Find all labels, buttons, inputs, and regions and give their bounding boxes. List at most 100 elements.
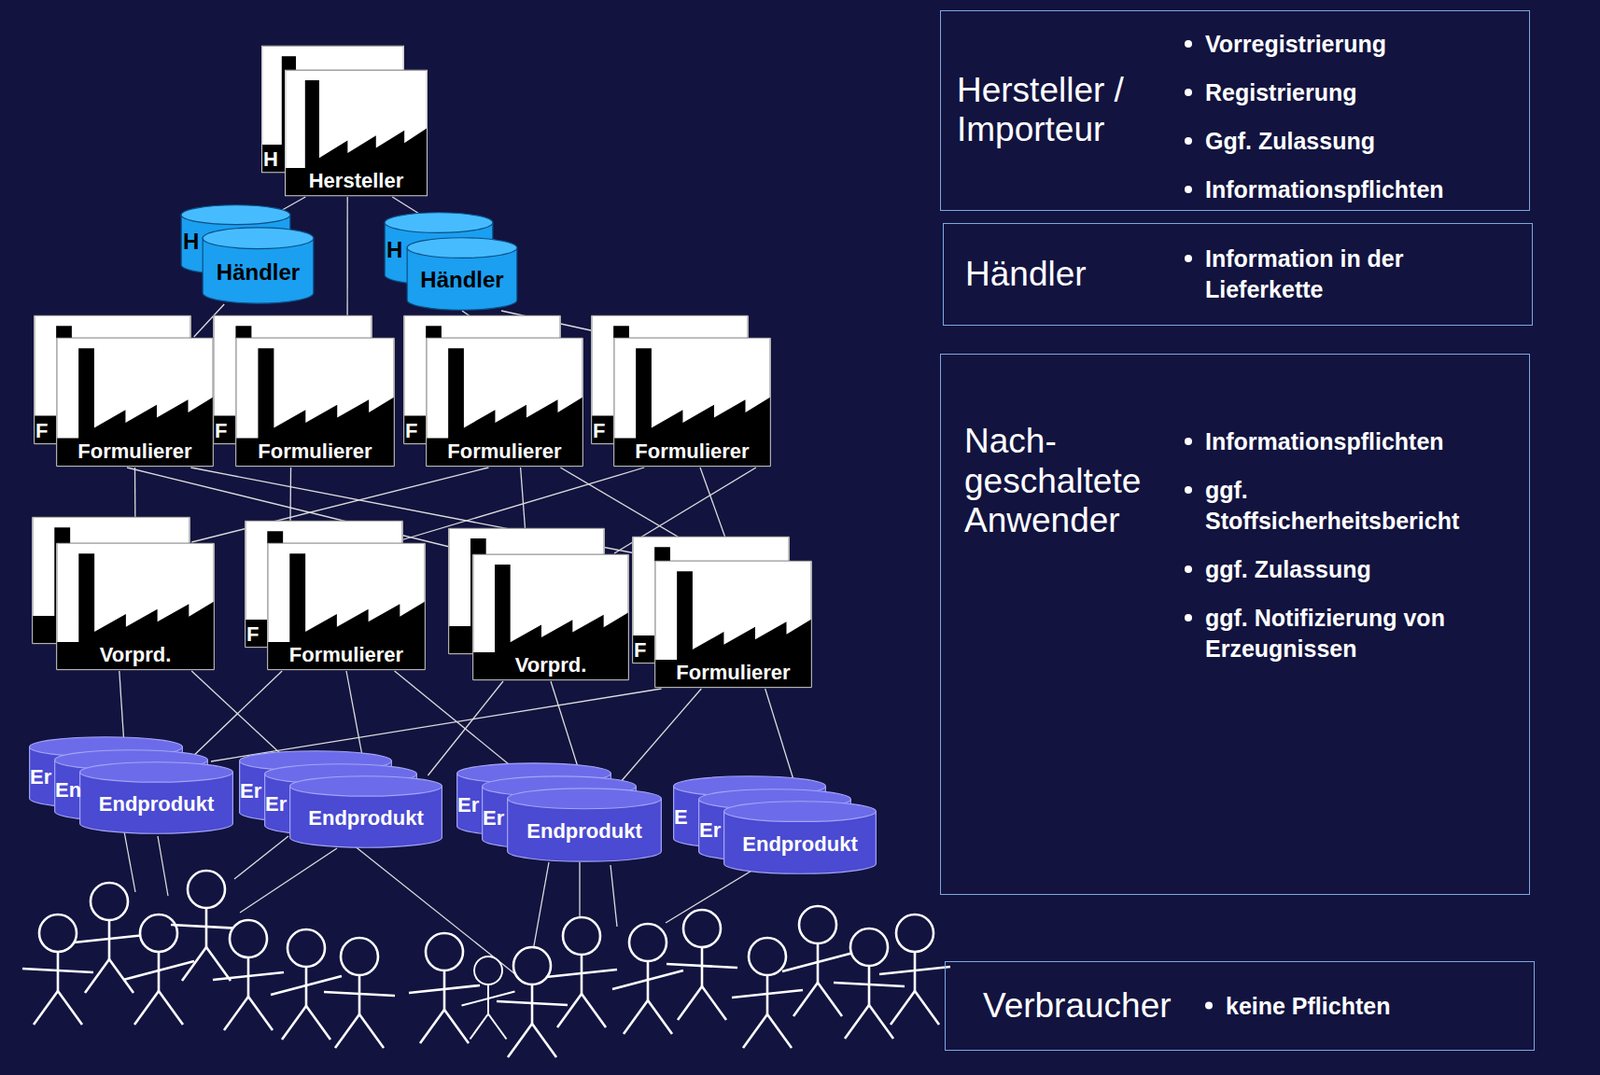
leader-line (124, 831, 136, 893)
bullet-row: keine Pflichten (1225, 991, 1506, 1023)
consumer-figure (496, 947, 568, 1058)
role-panel: Verbraucher keine Pflichten (944, 961, 1535, 1052)
label-holder: Händler (201, 240, 315, 305)
consumer-figure (270, 929, 342, 1040)
partial-label: F (633, 639, 646, 662)
node-label: Formulierer (447, 440, 562, 464)
bullet-row: Information in der Lieferkette (1205, 243, 1504, 306)
node-label: Vorprd. (515, 654, 588, 677)
bullet-item: ggf. Stoffsicherheitsbericht (1205, 475, 1509, 537)
partial-label: Er (457, 794, 479, 817)
node-label: Vorprd. (99, 644, 172, 667)
consumer-figure (323, 938, 395, 1049)
partial-label: Er (239, 780, 262, 803)
bullet-dot (1184, 437, 1193, 446)
node-label: Formulierer (257, 440, 372, 464)
label-holder: Formulierer (55, 440, 215, 464)
bullet-item: Informationspflichten (1205, 426, 1509, 458)
partial-label: F (405, 420, 418, 443)
consumer-figure (170, 870, 242, 982)
bullet-dot (1184, 565, 1193, 574)
label-holder: Hersteller (283, 169, 429, 193)
label-holder: Formulierer (612, 440, 772, 464)
partial-label: H (386, 238, 403, 263)
label-holder: Formulierer (234, 440, 396, 464)
bullet-dot (1184, 40, 1193, 48)
bullet-row: Informationspflichten (1205, 174, 1504, 206)
label-holder: Händler (406, 250, 519, 311)
label-holder: Formulierer (653, 661, 814, 685)
bullet-item: Registrierung (1205, 77, 1504, 109)
factory-box: Formulierer (653, 560, 814, 689)
panel-heading: Nach- geschaltete Anwender (964, 421, 1141, 542)
panel-heading: Hersteller / Importeur (956, 70, 1181, 151)
leader-line (610, 865, 618, 927)
node-label: Formulierer (634, 440, 749, 464)
partial-label: H (263, 148, 279, 171)
role-panel: Hersteller / Importeur VorregistrierungRe… (940, 10, 1530, 211)
consumer-figure (22, 914, 94, 1025)
bullet-row: ggf. Notifizierung von Erzeugnissen (1205, 603, 1509, 665)
factory-box: Formulierer (612, 336, 772, 468)
bullet-dot (1205, 1002, 1213, 1011)
bullet-dot (1184, 88, 1193, 97)
node-label: Formulierer (675, 661, 790, 685)
bullet-row: ggf. Stoffsicherheitsbericht (1205, 475, 1509, 537)
node-label: Hersteller (308, 169, 405, 193)
supply-line (616, 688, 702, 788)
bullet-item: Vorregistrierung (1205, 28, 1504, 60)
label-holder: Vorprd. (55, 644, 216, 667)
node-label: Formulierer (77, 440, 192, 464)
node-label: Endprodukt (742, 833, 857, 857)
partial-label: Er (699, 819, 721, 843)
bullet-dot (1184, 137, 1193, 145)
consumer-figure (666, 910, 738, 1021)
node-label: Endprodukt (526, 820, 642, 843)
partial-label: En (55, 779, 82, 802)
node-label: Formulierer (289, 644, 404, 667)
bullet-list: VorregistrierungRegistrierungGgf. Zulass… (1205, 28, 1504, 206)
bullet-item: ggf. Notifizierung von Erzeugnissen (1205, 603, 1509, 665)
factory-box: Formulierer (55, 336, 215, 468)
bullet-dot (1184, 254, 1193, 263)
factory-box: Formulierer (424, 336, 585, 468)
consumer-figure (462, 956, 516, 1040)
consumer-figure (731, 938, 803, 1049)
bullet-row: Vorregistrierung (1205, 28, 1504, 60)
leader-line (533, 862, 549, 952)
factory-box: Vorprd. (471, 553, 631, 682)
leader-line (578, 862, 580, 924)
consumer-figure (123, 914, 195, 1025)
node-label: Endprodukt (98, 793, 214, 816)
bullet-item: ggf. Zulassung (1205, 554, 1509, 586)
bullet-row: Ggf. Zulassung (1205, 126, 1504, 157)
bullet-dot (1184, 486, 1193, 494)
product-cylinder: Endprodukt (78, 761, 235, 835)
partial-label: F (592, 420, 605, 443)
panel-heading: Verbraucher (982, 986, 1172, 1027)
consumer-figure (879, 914, 951, 1025)
partial-label: E (673, 806, 688, 829)
consumer-figure (782, 906, 854, 1017)
panel-heading: Händler (965, 254, 1087, 295)
product-cylinder: Endprodukt (505, 787, 663, 863)
factory-box: Hersteller (283, 69, 429, 197)
partial-label: Er (482, 807, 505, 830)
label-holder: Endprodukt (722, 814, 878, 875)
label-holder: Vorprd. (471, 654, 631, 677)
role-panel: Händler Information in der Lieferkette (942, 223, 1533, 326)
label-holder: Endprodukt (288, 788, 444, 849)
supply-line (427, 681, 504, 776)
bullet-dot (1184, 614, 1193, 622)
warehouse-cylinder: Händler (201, 226, 315, 305)
supply-line (210, 688, 662, 762)
bullet-row: Informationspflichten (1205, 426, 1509, 458)
label-holder: Endprodukt (505, 800, 663, 863)
label-holder: Formulierer (424, 440, 585, 464)
warehouse-cylinder: Händler (406, 237, 519, 311)
supply-line (187, 671, 282, 762)
consumer-figure (212, 920, 284, 1031)
